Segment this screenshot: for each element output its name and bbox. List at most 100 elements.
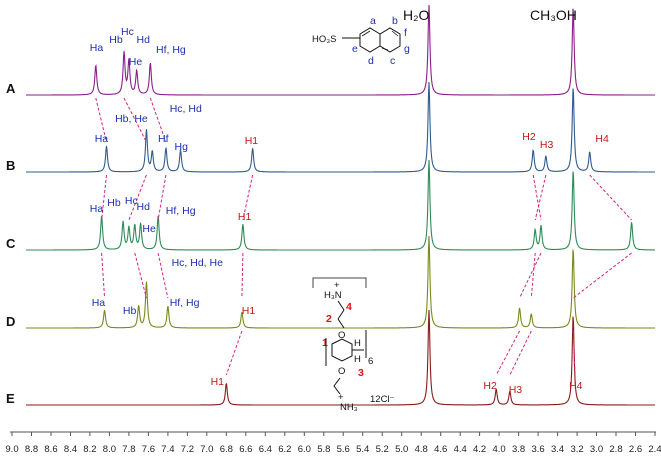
peak-label-e-29: H3	[509, 384, 523, 396]
x-tick-label-7: 7.6	[142, 444, 155, 455]
x-tick-label-32: 2.6	[629, 444, 642, 455]
correlation-line-6	[530, 252, 536, 299]
correlation-line-17	[134, 252, 147, 299]
peak-label-e-30: H4	[569, 380, 583, 392]
peak-label-b-14: H4	[595, 133, 609, 145]
x-tick-label-21: 4.8	[415, 444, 428, 455]
peak-label-a-3: Hd	[137, 34, 151, 46]
repeat-n-label: 6	[368, 356, 373, 367]
correlation-line-8	[509, 330, 532, 376]
peak-label-c-16: Hb	[107, 197, 121, 209]
correlation-line-12	[95, 97, 107, 143]
trace-label-d: D	[6, 314, 15, 329]
solvent-label-methanol: CH₃OH	[530, 7, 577, 23]
x-tick-label-5: 8.0	[103, 444, 116, 455]
sulfonate-group-label: HO₃S	[312, 34, 336, 45]
position-1-label: 1	[322, 337, 328, 349]
x-tick-label-26: 3.8	[512, 444, 525, 455]
correlation-line-15	[123, 97, 147, 143]
position-g-label: g	[404, 43, 410, 55]
peak-label-b-12: H2	[522, 131, 536, 143]
x-tick-label-11: 6.8	[220, 444, 233, 455]
peak-label-a-0: Ha	[90, 42, 104, 54]
upper-oxygen-label: O	[338, 330, 345, 341]
x-tick-label-28: 3.4	[551, 444, 564, 455]
peak-label-b-7: Hb, He	[115, 113, 148, 125]
methylene-h2-label: H	[354, 354, 361, 365]
ammonium-bottom-label: NH₃	[340, 402, 358, 413]
correlation-line-5	[519, 252, 542, 299]
position-f-label: f	[404, 27, 407, 39]
x-tick-label-31: 2.8	[609, 444, 622, 455]
peak-label-c-15: Ha	[90, 203, 104, 215]
peak-label-a-2: Hc	[121, 26, 134, 38]
x-tick-label-24: 4.2	[473, 444, 486, 455]
trace-label-a: A	[6, 81, 16, 96]
peak-label-c-21: H1	[238, 211, 252, 223]
correlation-lines	[95, 97, 632, 376]
correlation-line-7	[495, 330, 521, 376]
correlation-line-10	[572, 252, 632, 299]
peak-label-b-6: Ha	[95, 133, 109, 145]
spectrum-trace-c	[26, 159, 655, 251]
correlation-line-11	[572, 330, 576, 376]
position-b-label: b	[392, 15, 398, 27]
spectrum-trace-d	[26, 235, 655, 329]
x-tick-label-3: 8.4	[64, 444, 77, 455]
correlation-line-4	[534, 174, 547, 221]
position-2-label: 2	[326, 313, 332, 325]
methylene-h-label: H	[354, 338, 361, 349]
counterion-label: 12Cl⁻	[370, 394, 395, 405]
x-tick-label-4: 8.2	[83, 444, 96, 455]
x-tick-label-15: 6.0	[298, 444, 311, 455]
peak-label-a-1: Hb	[109, 34, 123, 46]
x-tick-label-30: 3.0	[590, 444, 603, 455]
x-tick-label-10: 7.0	[200, 444, 213, 455]
peak-label-c-17: Hc	[125, 195, 138, 207]
spectrum-trace-e	[26, 309, 655, 406]
x-tick-label-19: 5.2	[376, 444, 389, 455]
peak-label-c-18: Hd	[137, 201, 151, 213]
x-tick-label-8: 7.4	[161, 444, 174, 455]
peak-label-d-26: H1	[242, 305, 256, 317]
correlation-line-3	[532, 174, 542, 221]
position-d-label: d	[368, 55, 374, 67]
peak-label-d-25: Hf, Hg	[170, 297, 200, 309]
correlation-line-18	[149, 97, 167, 143]
ammonium-top-label: H₃N	[324, 290, 342, 301]
x-tick-label-17: 5.6	[337, 444, 350, 455]
position-a-label: a	[370, 15, 376, 27]
correlation-line-14	[101, 252, 106, 299]
peak-label-b-10: Hg	[175, 141, 189, 153]
x-tick-label-0: 9.0	[5, 444, 18, 455]
naphthalene-structure: HO₃S a b f g c d e	[312, 15, 410, 67]
correlation-line-20	[157, 252, 169, 299]
x-tick-label-9: 7.2	[181, 444, 194, 455]
peak-label-e-27: H1	[211, 376, 225, 388]
peak-label-d-22: Ha	[92, 297, 106, 309]
peak-label-b-9: Hf	[158, 133, 169, 145]
position-4-label: 4	[346, 301, 352, 313]
x-tick-label-23: 4.4	[454, 444, 467, 455]
correlation-line-2	[225, 330, 243, 376]
peak-label-d-24: Hb	[123, 305, 137, 317]
host-structure: H₃N + 4 2 O 1 H H 6 3 O + NH₃ 12Cl⁻	[312, 277, 395, 413]
x-tick-label-2: 8.6	[44, 444, 57, 455]
position-3-label: 3	[358, 367, 364, 379]
ammonium-plus-top: +	[334, 280, 340, 291]
peak-label-d-23: Hc, Hd, He	[172, 257, 224, 269]
x-tick-label-29: 3.2	[570, 444, 583, 455]
ammonium-plus-bottom: +	[338, 392, 344, 403]
peak-label-e-28: H2	[483, 380, 497, 392]
lower-oxygen-label: O	[338, 366, 345, 377]
peak-label-b-11: H1	[245, 135, 259, 147]
solvent-label-water: H₂O	[403, 7, 430, 23]
x-tick-label-33: 2.4	[648, 444, 661, 455]
correlation-line-0	[242, 174, 254, 221]
x-tick-label-20: 5.0	[395, 444, 408, 455]
x-tick-label-6: 7.8	[122, 444, 135, 455]
x-tick-label-1: 8.8	[25, 444, 38, 455]
